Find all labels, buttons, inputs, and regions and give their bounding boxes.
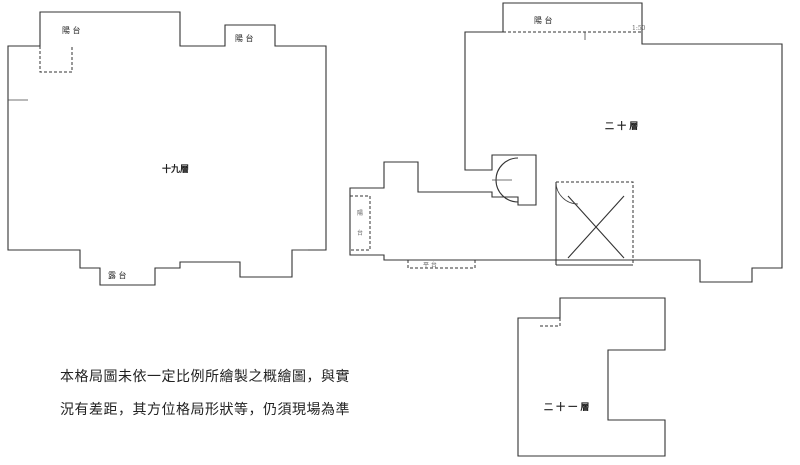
floor-20-plan: 1:50 陽 台 平 台 陽 台 二 十 層 [349,2,783,283]
floor-21-plan: 二 十 一 層 [517,297,666,457]
balcony-19-right-label: 陽 台 [235,33,254,43]
side-balcony-20-label-b: 台 [357,229,363,237]
corner-mark: 1:50 [632,25,646,32]
terrace-19-label: 露 台 [108,270,127,280]
balcony-19-left-label: 陽 台 [62,25,81,35]
side-balcony-20-label-a: 陽 [357,209,363,217]
floor-20-label: 二 十 層 [605,120,638,132]
disclaimer-line-1: 本格局圖未依一定比例所繪製之概繪圖，與實 [60,369,350,385]
floor-21-label: 二 十 一 層 [544,401,589,413]
balcony-20-label: 陽 台 [534,15,553,25]
disclaimer-line-2: 況有差距，其方位格局形狀等，仍須現場為準 [60,402,350,418]
floor-19-plan: 陽 台 陽 台 十九層 露 台 [7,11,327,286]
bottom-balcony-20-label: 平 台 [423,261,437,269]
floor-19-label: 十九層 [162,163,189,175]
